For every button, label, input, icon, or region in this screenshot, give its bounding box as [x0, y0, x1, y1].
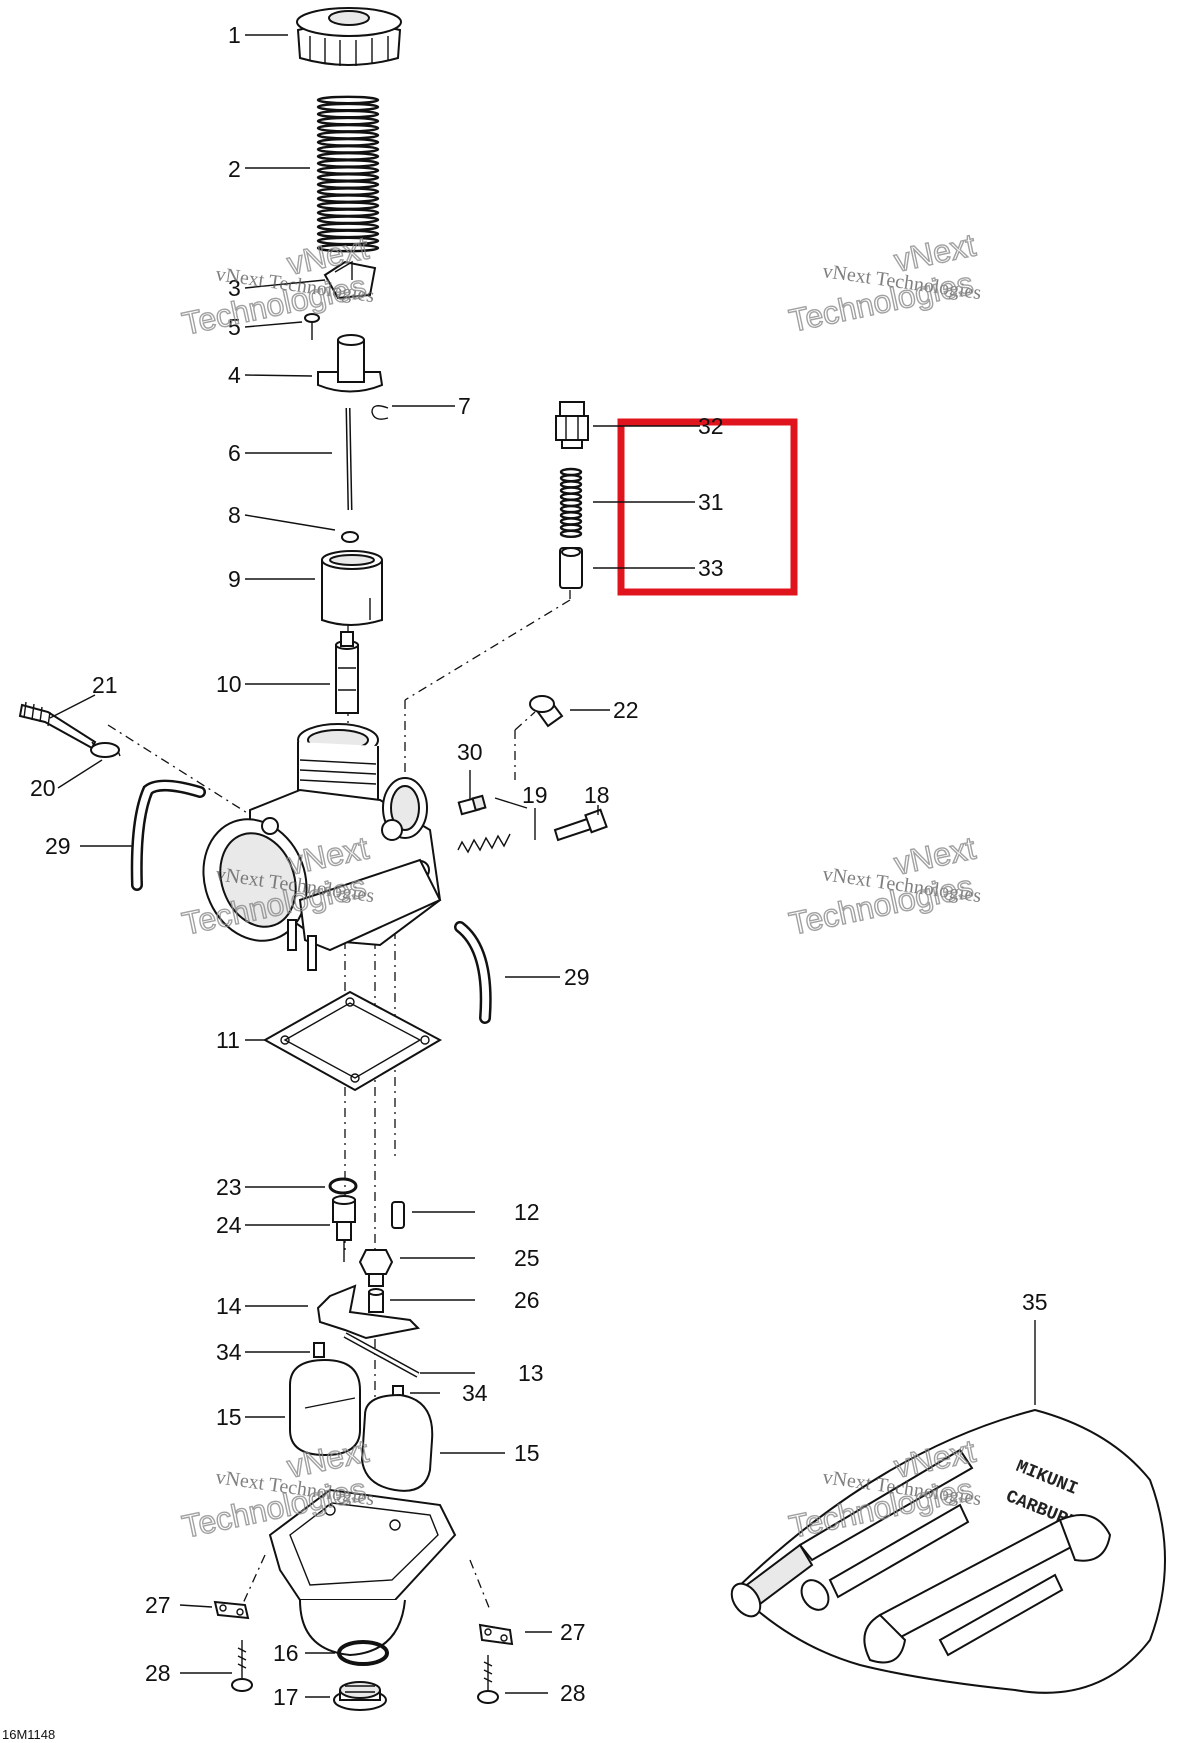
callout-5: 5: [228, 314, 241, 340]
callout-30: 30: [457, 739, 483, 765]
callout-35: 35: [1022, 1289, 1048, 1315]
callout-28-left: 28: [145, 1660, 171, 1686]
callout-3: 3: [228, 275, 241, 301]
part-22-cap: [529, 695, 564, 728]
callout-19: 19: [522, 782, 548, 808]
part-10-needle-jet: [335, 631, 359, 714]
part-15-float-left: [289, 1358, 361, 1457]
callout-15-right: 15: [514, 1440, 540, 1466]
leader-lines: [49, 34, 1036, 1698]
part-23-o-ring: [328, 1177, 358, 1195]
part-13-float-pin: [343, 1332, 420, 1378]
callout-34-right: 34: [462, 1380, 488, 1406]
part-29-tube-right: [454, 921, 492, 1024]
part-35-tool-kit: MIKUNI CARBURETOR: [730, 1408, 1166, 1694]
callout-16: 16: [273, 1640, 299, 1666]
part-34-pin-left: [313, 1342, 325, 1358]
part-27-bracket-right: [478, 1623, 514, 1646]
callout-29-right: 29: [564, 964, 590, 990]
part-14-float-arm: [316, 1284, 421, 1340]
callout-23: 23: [216, 1174, 242, 1200]
part-33-guide: [559, 547, 583, 589]
callout-25: 25: [514, 1245, 540, 1271]
part-7-clip: [371, 405, 389, 420]
part-11-gasket: [262, 990, 443, 1092]
callout-14: 14: [216, 1293, 242, 1319]
callout-4: 4: [228, 362, 241, 388]
part-16-o-ring: [337, 1640, 389, 1666]
part-19-spring: [457, 833, 511, 854]
part-8-washer: [341, 531, 359, 543]
part-28-screw-left: [231, 1640, 253, 1692]
callout-27-left: 27: [145, 1592, 171, 1618]
part-27-bracket-left: [213, 1600, 250, 1620]
callout-7: 7: [458, 393, 471, 419]
float-bowl: [268, 1488, 457, 1657]
carburetor-body: [202, 723, 442, 971]
part-32-adjuster: [555, 401, 589, 449]
part-24-pilot-jet: [332, 1195, 356, 1262]
watermark-4: vNext vNext Technologies Technologies: [785, 829, 983, 943]
callout-18: 18: [584, 782, 610, 808]
part-2-spring: [316, 95, 380, 253]
part-4-needle-holder: [317, 334, 384, 393]
part-18-screw: [553, 808, 608, 842]
diagram-code: 16M1148: [2, 1727, 55, 1742]
callout-33: 33: [698, 555, 724, 581]
callout-8: 8: [228, 502, 241, 528]
callout-11: 11: [216, 1027, 240, 1053]
part-29-tube-left: [130, 779, 206, 891]
callout-20: 20: [30, 775, 56, 801]
highlight-box: [617, 418, 798, 596]
callout-10: 10: [216, 671, 242, 697]
callout-32: 32: [698, 413, 724, 439]
part-25-jet-holder: [358, 1249, 394, 1287]
callout-24: 24: [216, 1212, 242, 1238]
callout-12: 12: [514, 1199, 540, 1225]
part-20-spring: [90, 741, 121, 758]
callout-17: 17: [273, 1684, 299, 1710]
part-3-plate: [323, 260, 377, 300]
callout-28-right: 28: [560, 1680, 586, 1706]
part-5-screw: [304, 313, 320, 340]
callout-31: 31: [698, 489, 724, 515]
callout-22: 22: [613, 697, 639, 723]
callout-15-left: 15: [216, 1404, 242, 1430]
callout-2: 2: [228, 156, 241, 182]
part-12-plug: [391, 1201, 405, 1229]
part-30-plug: [457, 794, 487, 816]
part-21-idle-screw: [18, 701, 97, 750]
callout-13: 13: [518, 1360, 544, 1386]
part-28-screw-right: [477, 1655, 499, 1704]
callout-labels: 1 2 3 5 4 7 6 8 9 10 32 31 33 21 22 20 3…: [30, 22, 1048, 1710]
part-31-spring: [559, 467, 583, 539]
callout-21: 21: [92, 672, 118, 698]
part-15-float-right: [360, 1393, 434, 1492]
part-1-cap: [296, 7, 402, 66]
callout-6: 6: [228, 440, 241, 466]
callout-29-left: 29: [45, 833, 71, 859]
callout-9: 9: [228, 566, 241, 592]
part-26-main-jet: [368, 1288, 384, 1313]
watermark-1: vNext vNext Technologies Technologies: [178, 229, 376, 343]
callout-34-left: 34: [216, 1339, 242, 1365]
watermark-2: vNext vNext Technologies Technologies: [785, 226, 983, 340]
callout-26: 26: [514, 1287, 540, 1313]
part-6-jet-needle: [345, 407, 353, 511]
part-9-throttle-slide: [321, 550, 383, 626]
part-17-drain-plug: [333, 1681, 387, 1711]
callout-27-right: 27: [560, 1619, 586, 1645]
callout-1: 1: [228, 22, 241, 48]
